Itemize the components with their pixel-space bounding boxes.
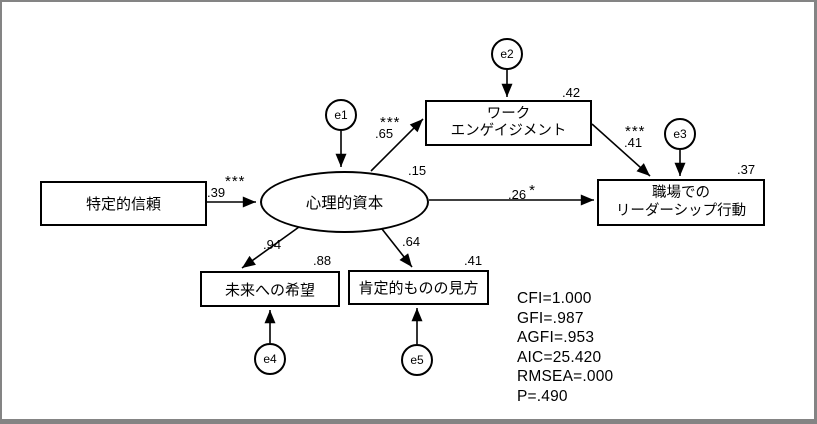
- coef-trust-to-capital-sig: ***: [225, 173, 246, 190]
- variance-psychological-capital: .15: [408, 163, 427, 178]
- fit-statistics-block: CFI=1.000 GFI=.987 AGFI=.953 AIC=25.420 …: [517, 289, 613, 406]
- coef-trust-to-capital-value: .39: [207, 185, 226, 200]
- fit-stat-cfi: CFI=1.000: [517, 290, 592, 307]
- node-leadership-behavior: 職場での リーダーシップ行動: [597, 179, 765, 226]
- variance-future-hope: .88: [313, 253, 332, 268]
- node-leadership-label-line2: リーダーシップ行動: [615, 202, 747, 219]
- arrow-engagement-to-leadership: [591, 123, 651, 177]
- node-specific-trust: 特定的信頼: [40, 181, 207, 226]
- error-e4-label: e4: [263, 352, 277, 366]
- coef-capital-to-leadership: .26*: [508, 182, 535, 202]
- fit-stat-aic: AIC=25.420: [517, 348, 602, 366]
- variance-work-engagement: .42: [562, 85, 581, 100]
- coef-engagement-to-leadership-sig: ***: [625, 123, 646, 140]
- fit-stat-p: P=.490: [517, 387, 568, 405]
- coef-capital-to-leadership-sig: *: [529, 182, 535, 199]
- node-error-e5: e5: [401, 344, 433, 376]
- arrow-capital-to-positive: [381, 228, 413, 268]
- node-positive-view: 肯定的ものの見方: [348, 270, 489, 305]
- node-positive-view-label: 肯定的ものの見方: [358, 280, 479, 297]
- arrow-capital-to-hope: [241, 226, 300, 269]
- coef-capital-to-positive-value: .64: [402, 234, 421, 249]
- error-e3-label: e3: [673, 127, 687, 141]
- arrow-capital-to-engagement: [370, 118, 424, 172]
- node-error-e2: e2: [491, 38, 523, 70]
- node-error-e4: e4: [254, 343, 286, 375]
- error-e1-label: e1: [334, 108, 348, 122]
- node-future-hope-label: 未来への希望: [224, 281, 315, 299]
- node-future-hope: 未来への希望: [200, 271, 340, 307]
- coef-capital-to-hope-value: .94: [263, 237, 282, 252]
- error-e5-label: e5: [410, 353, 424, 367]
- coef-engagement-to-leadership: *** .41: [624, 123, 646, 150]
- node-leadership-label-line1: 職場での: [652, 185, 710, 202]
- node-psychological-capital-label: 心理的資本: [305, 195, 384, 212]
- error-e2-label: e2: [500, 47, 514, 61]
- coef-capital-to-hope: .94: [263, 237, 282, 252]
- node-error-e3: e3: [664, 118, 696, 150]
- variance-leadership-behavior: .37: [737, 162, 756, 177]
- fit-stat-agfi: AGFI=.953: [517, 329, 595, 346]
- arrows-layer: [207, 70, 686, 344]
- node-specific-trust-label: 特定的信頼: [85, 196, 161, 213]
- coef-capital-to-positive: .64: [402, 234, 421, 249]
- node-work-engagement: ワーク エンゲイジメント: [425, 100, 592, 146]
- coef-capital-to-engagement-value: .65: [375, 126, 394, 141]
- fit-stat-rmsea: RMSEA=.000: [517, 368, 614, 385]
- node-psychological-capital: 心理的資本: [260, 171, 429, 233]
- node-error-e1: e1: [325, 99, 357, 131]
- fit-stat-gfi: GFI=.987: [517, 309, 584, 327]
- coef-capital-to-engagement-sig: ***: [380, 114, 401, 131]
- coef-trust-to-capital: *** .39: [207, 173, 246, 200]
- coef-engagement-to-leadership-value: .41: [624, 135, 643, 150]
- coef-capital-to-leadership-value: .26: [508, 187, 527, 202]
- variance-positive-view: .41: [464, 253, 483, 268]
- node-work-engagement-label-line1: ワーク: [486, 105, 531, 122]
- coef-capital-to-engagement: *** .65: [375, 114, 401, 141]
- node-work-engagement-label-line2: エンゲイジメント: [450, 123, 567, 139]
